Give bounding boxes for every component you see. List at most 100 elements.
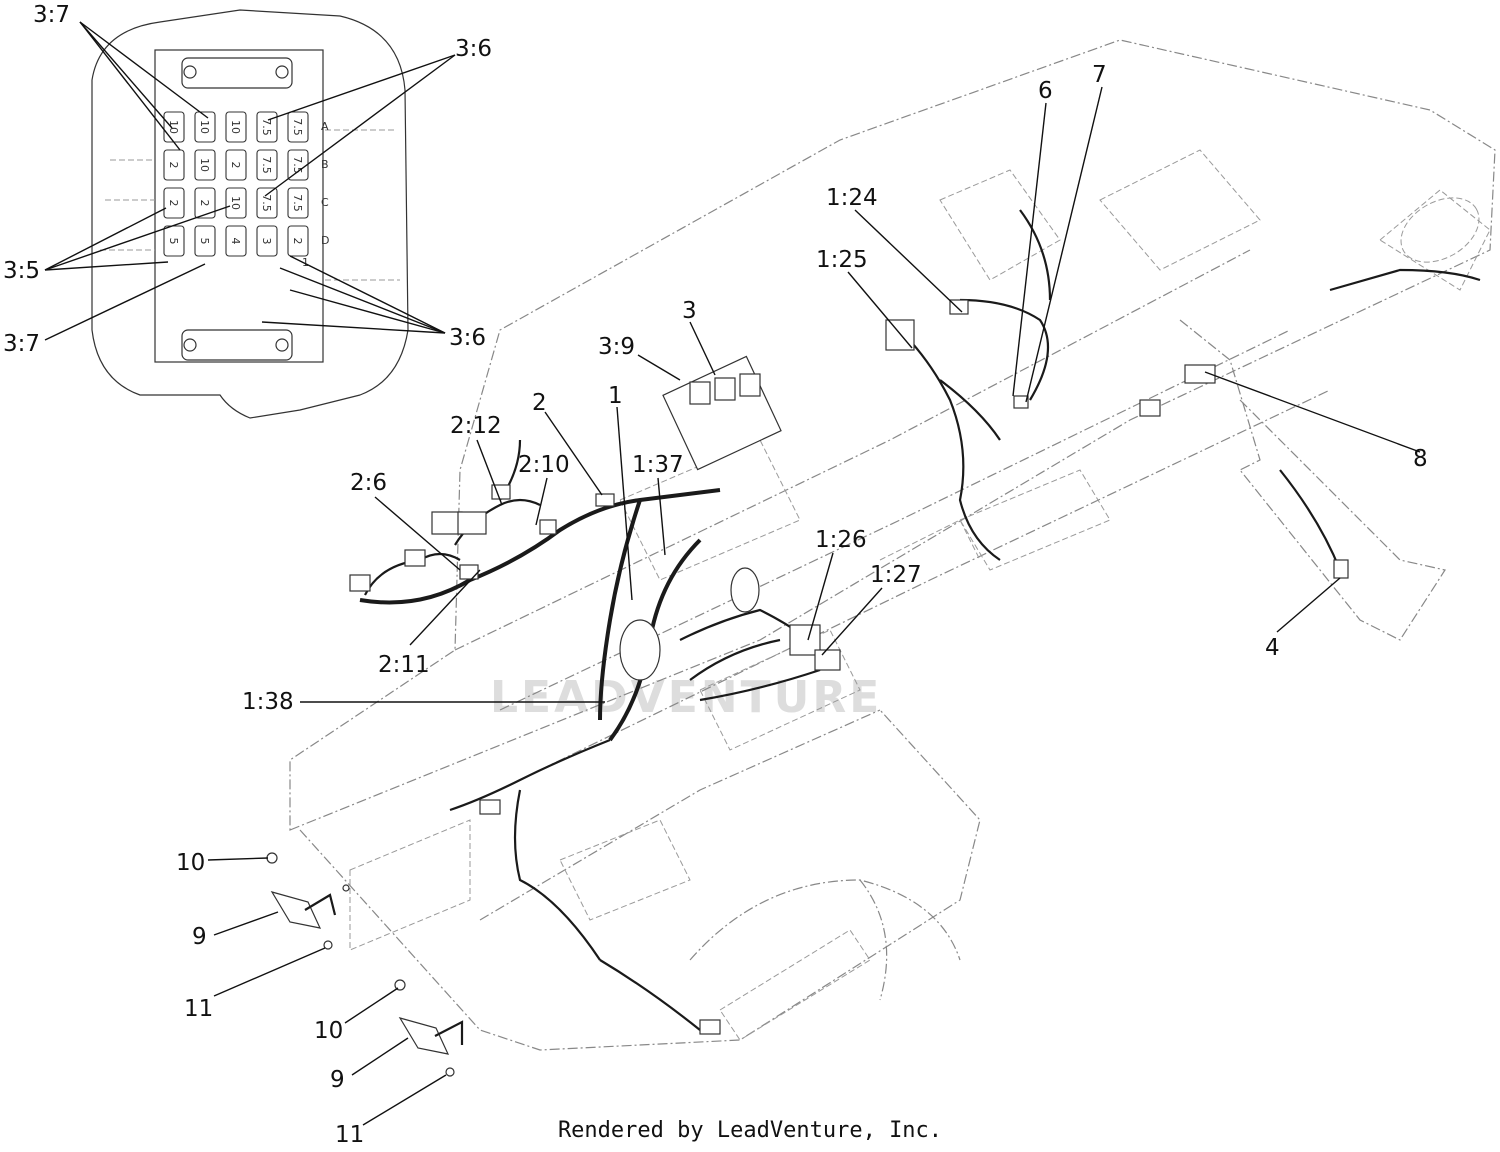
pedal-assembly-lower [394,979,464,1077]
fuse-slot: 5 [194,225,216,257]
callout-2-10: 2:10 [518,452,570,478]
fuse-slot: 7.5 [287,187,309,219]
fuse-body [194,149,216,181]
callout-11-upper: 11 [184,996,213,1022]
fuse-slot: 2 [163,149,185,181]
fuse-rating-label: 2 [198,200,211,207]
fuse-slot: 4 [225,225,247,257]
fuse-body [225,187,247,219]
fuse-grid: 10 10 10 7.5 7.5 2 10 2 7.5 7.5 2 2 10 7.5 7.5 5 5 4 3 2 [163,111,309,257]
fuse-rating-label: 7.5 [260,156,273,174]
callout-2: 2 [532,390,547,416]
callout-10-lower: 10 [314,1018,343,1044]
callout-3-7-top: 3:7 [33,2,70,28]
fuse-slot: 7.5 [256,149,278,181]
fuse-slot: 7.5 [256,111,278,143]
callout-9-lower: 9 [330,1067,345,1093]
fuse-body [194,225,216,257]
fuse-row-labels: A B C D1 [302,120,329,269]
fuse-slot: 10 [163,111,185,143]
fuse-block-inset: 10 10 10 7.5 7.5 2 10 2 7.5 7.5 2 2 10 7.5 7.5 5 5 4 3 2 A B… [91,9,409,419]
fuse-slot: 10 [194,149,216,181]
fuse-row-label: D [321,234,329,247]
leader-lines [44,21,1421,1126]
callout-3-6-bottom: 3:6 [449,325,486,351]
fuse-rating-label: 2 [167,200,180,207]
fuse-body [287,111,309,143]
fuse-body [287,225,309,257]
fuse-rating-label: 7.5 [291,118,304,136]
fuse-rating-label: 5 [167,238,180,245]
callout-9-upper: 9 [192,924,207,950]
fuse-body [256,187,278,219]
fuse-slot: 7.5 [287,111,309,143]
callout-2-6: 2:6 [350,470,387,496]
callout-4: 4 [1265,635,1280,661]
fuse-body [163,149,185,181]
fuse-rating-label: 7.5 [260,118,273,136]
fuse-rating-label: 3 [260,238,273,245]
fuse-column-label: 1 [302,256,309,269]
fuse-rating-label: 10 [229,120,242,134]
callout-2-12: 2:12 [450,413,502,439]
callout-2-11: 2:11 [378,652,430,678]
fuse-rating-label: 4 [229,238,242,245]
callout-1-37: 1:37 [632,452,684,478]
fuse-slot: 10 [194,111,216,143]
callout-3-7-bottom: 3:7 [3,331,40,357]
fuse-body [194,111,216,143]
watermark-text: LEADVENTURE [490,672,882,723]
fuse-body [256,225,278,257]
callout-11-lower: 11 [335,1122,364,1148]
fuse-body [225,225,247,257]
fuse-rating-label: 2 [229,162,242,169]
fuse-slot: 7.5 [256,187,278,219]
fuse-rating-label: 2 [167,162,180,169]
fuse-slot: 2 [225,149,247,181]
fuse-body [225,111,247,143]
fuse-rating-label: 2 [291,238,304,245]
fuse-rating-label: 10 [198,120,211,134]
fuse-body [194,187,216,219]
callout-8: 8 [1413,446,1428,472]
fuse-rating-label: 7.5 [291,194,304,212]
callout-1-26: 1:26 [815,527,867,553]
wire-harness [349,209,1481,1035]
fuse-rating-label: 10 [167,120,180,134]
fuse-body [225,149,247,181]
callout-1: 1 [608,383,623,409]
fuse-rating-label: 7.5 [260,194,273,212]
fuse-rating-label: 5 [198,238,211,245]
fuse-body [287,187,309,219]
fuse-rating-label: 10 [229,196,242,210]
callout-1-25: 1:25 [816,247,868,273]
fuse-rating-label: 10 [198,158,211,172]
fuse-slot: 5 [163,225,185,257]
fuse-slot: 2 [194,187,216,219]
callout-7: 7 [1092,62,1107,88]
callout-3-5: 3:5 [3,258,40,284]
callout-labels: 3:7 3:6 3:5 3:7 3:6 3:9 3 2 1 2:12 2:10 … [3,2,1428,1148]
fuse-body [287,149,309,181]
fuse-body [256,111,278,143]
fuse-slot: 10 [225,111,247,143]
fuse-slot: 10 [225,187,247,219]
fuse-row-label: C [321,196,329,209]
fuse-slot: 2 [287,225,309,257]
callout-3-9: 3:9 [598,334,635,360]
fuse-slot: 7.5 [287,149,309,181]
callout-3: 3 [682,298,697,324]
fuse-body [163,187,185,219]
fuse-row-label: B [321,158,329,171]
fuse-row-label: A [321,120,329,133]
callout-1-24: 1:24 [826,185,878,211]
callout-3-6-top: 3:6 [455,36,492,62]
pedal-assembly-upper [266,852,350,950]
callout-6: 6 [1038,78,1053,104]
fuse-body [256,149,278,181]
callout-10-upper: 10 [176,850,205,876]
fuse-slot: 2 [163,187,185,219]
callout-1-27: 1:27 [870,562,922,588]
footer-credit: Rendered by LeadVenture, Inc. [557,1118,943,1143]
